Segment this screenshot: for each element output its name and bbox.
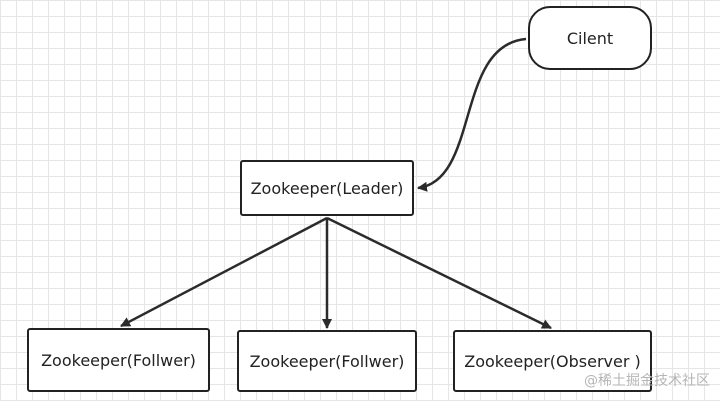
follower-node-1-label: Zookeeper(Follwer): [41, 350, 196, 370]
observer-node-label: Zookeeper(Observer ): [464, 351, 641, 371]
leader-node-label: Zookeeper(Leader): [250, 178, 404, 198]
follower-node-2-label: Zookeeper(Follwer): [249, 351, 405, 371]
edge-leader-to-follower-1: [120, 216, 328, 328]
edge-leader-to-observer: [326, 216, 552, 330]
follower-node-2: Zookeeper(Follwer): [237, 330, 417, 392]
follower-node-1: Zookeeper(Follwer): [27, 328, 210, 392]
observer-node: Zookeeper(Observer ): [453, 330, 652, 392]
watermark: @稀土掘金技术社区: [584, 373, 710, 389]
leader-node: Zookeeper(Leader): [240, 160, 414, 216]
edge-client-to-leader: [417, 37, 527, 192]
client-node-label: Cilent: [566, 28, 614, 48]
client-node: Cilent: [528, 6, 652, 70]
